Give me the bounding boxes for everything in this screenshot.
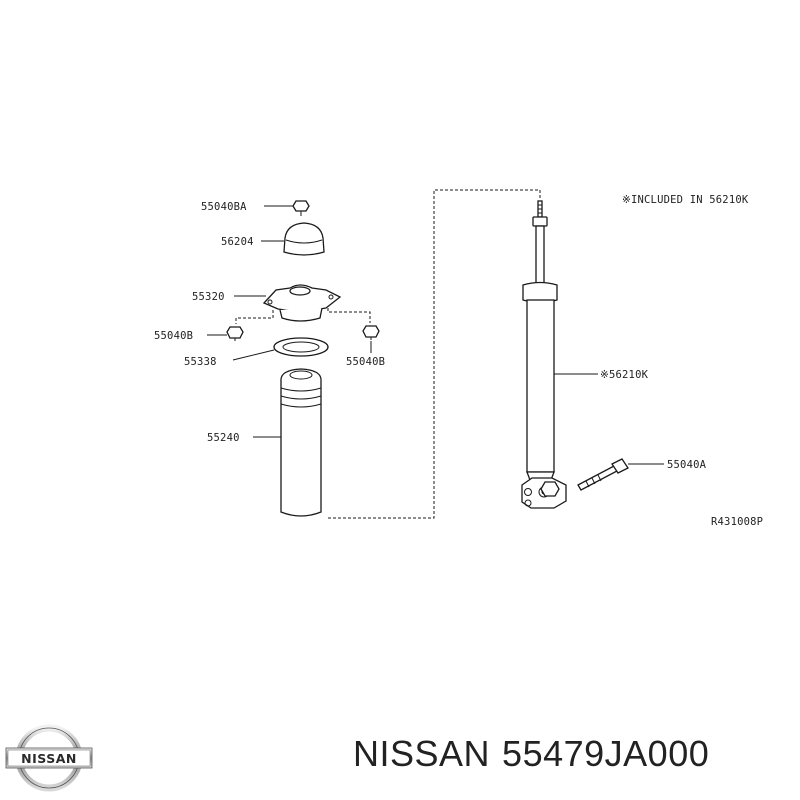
left-nut[interactable] <box>226 326 244 341</box>
included-note: ※INCLUDED IN 56210K <box>622 194 749 206</box>
guide-left-nut <box>235 310 274 324</box>
part-number: 55479JA000 <box>502 733 710 774</box>
seal-ring[interactable] <box>273 337 329 357</box>
guide-right-nut <box>327 308 371 323</box>
callout-mount-plate[interactable]: 55320 <box>192 291 225 303</box>
logo-wordmark: NISSAN <box>21 751 77 766</box>
nissan-logo: NISSAN <box>5 724 93 792</box>
lower-bolt[interactable] <box>577 458 629 491</box>
callout-nut-left[interactable]: 55040B <box>154 330 193 342</box>
reference-code: R431008P <box>711 516 763 528</box>
callout-shock[interactable]: ※56210K <box>600 369 649 381</box>
callout-nut-top[interactable]: 55040BA <box>201 201 247 213</box>
bump-cap[interactable] <box>283 222 325 256</box>
assembly-bracket-line <box>328 189 541 519</box>
shock-absorber[interactable] <box>521 200 567 509</box>
top-nut[interactable] <box>292 200 310 216</box>
right-nut[interactable] <box>362 325 380 340</box>
dust-boot[interactable] <box>280 368 322 517</box>
callout-seal-ring[interactable]: 55338 <box>184 356 217 368</box>
brand-name: NISSAN <box>353 733 491 774</box>
callout-nut-right[interactable]: 55040B <box>346 356 385 368</box>
callout-bump-cap[interactable]: 56204 <box>221 236 254 248</box>
callout-lower-bolt[interactable]: 55040A <box>667 459 707 471</box>
callout-dust-boot[interactable]: 55240 <box>207 432 240 444</box>
mount-plate[interactable] <box>262 284 342 322</box>
leader-seal-ring <box>232 349 275 361</box>
footer-title: NISSAN 55479JA000 <box>353 733 721 775</box>
